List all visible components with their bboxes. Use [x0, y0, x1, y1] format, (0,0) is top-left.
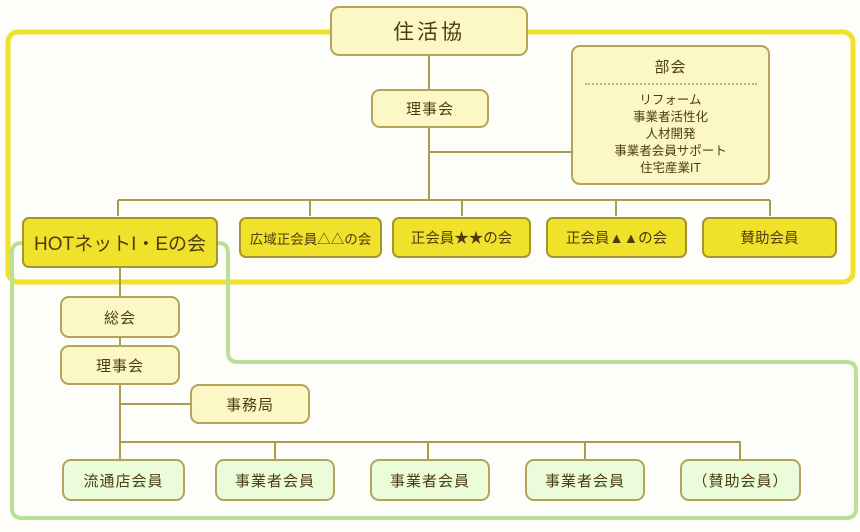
subcommittee-item: 事業者活性化	[632, 110, 708, 124]
member-group-box: 正会員▲▲の会	[546, 217, 687, 258]
root-org-box: 住活協	[330, 6, 528, 56]
member-type-box: 事業者会員	[215, 459, 335, 501]
subcommittee-item: 住宅産業IT	[639, 161, 702, 175]
member-group-box: 賛助会員	[702, 217, 837, 258]
member-type-box: 流通店会員	[62, 459, 185, 501]
subcommittee-item: リフォーム	[639, 93, 702, 107]
bottom-section-connectors	[119, 268, 741, 460]
member-group-box: 広域正会員△△の会	[239, 217, 382, 258]
subcommittees-title: 部会	[654, 59, 687, 76]
member-group-hot-net-box: HOTネットI・Eの会	[22, 217, 218, 268]
subcommittee-item: 人材開発	[645, 127, 696, 141]
subcommittees-panel: 部会 リフォーム 事業者活性化 人材開発 事業者会員サポート 住宅産業IT	[571, 45, 770, 185]
secretariat-box: 事務局	[190, 384, 310, 424]
board-box: 理事会	[371, 89, 489, 128]
member-type-box: 事業者会員	[370, 459, 490, 501]
subcommittee-item: 事業者会員サポート	[614, 144, 727, 158]
general-meeting-box: 総会	[60, 296, 180, 338]
member-group-box: 正会員★★の会	[392, 217, 531, 258]
top-section-connectors	[117, 56, 771, 216]
member-type-box: 事業者会員	[525, 459, 645, 501]
hot-net-board-box: 理事会	[60, 345, 180, 385]
subcommittees-divider	[584, 83, 757, 85]
member-type-box: （賛助会員）	[680, 459, 801, 501]
green-frame	[10, 241, 858, 520]
